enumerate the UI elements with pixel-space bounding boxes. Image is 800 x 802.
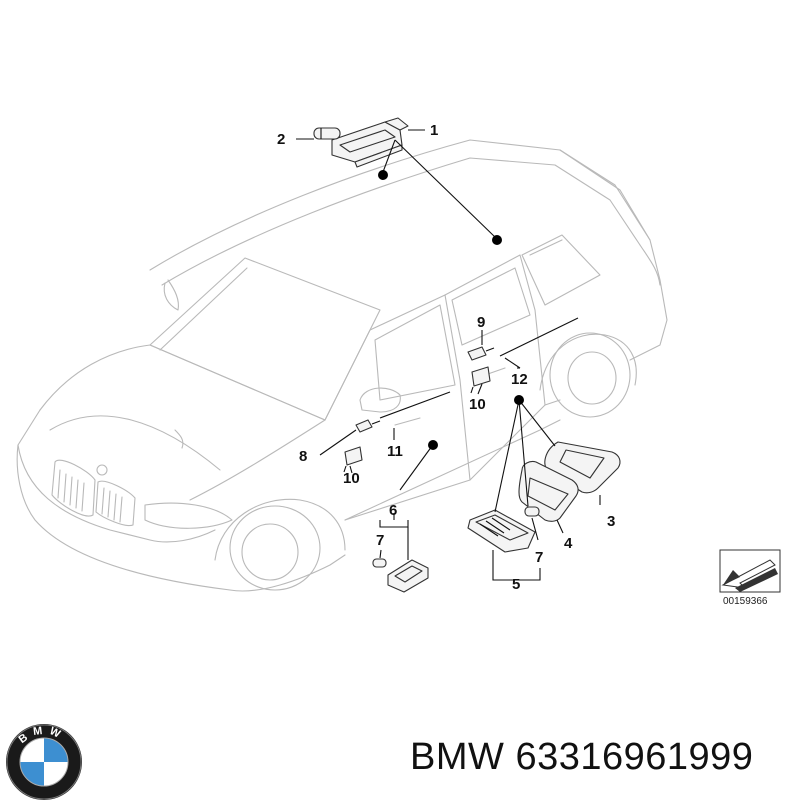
callout-2: 2 [277, 131, 285, 148]
part-plate-lamp [467, 509, 536, 553]
part-bulb-festoon [313, 127, 341, 140]
part-caption: BMW 63316961999 [410, 736, 753, 779]
orientation-box [719, 549, 781, 593]
callout-5: 5 [512, 576, 520, 593]
part-number: 63316961999 [515, 736, 754, 778]
callout-12: 12 [511, 371, 528, 388]
callout-4: 4 [564, 535, 573, 552]
part-connector-front [343, 446, 363, 473]
callout-10-front: 10 [343, 470, 360, 487]
leader-lines [296, 129, 601, 581]
bmw-logo: BMW [6, 724, 82, 800]
part-light-strip-rear [499, 317, 579, 357]
callout-7-footwell: 7 [376, 532, 384, 549]
part-connector-rear [470, 366, 491, 394]
part-door-lamp-front [355, 419, 381, 433]
callout-11: 11 [387, 443, 403, 460]
brand-name: BMW [410, 736, 505, 778]
car-outline [16, 139, 668, 592]
callout-9: 9 [477, 314, 485, 331]
callout-8: 8 [299, 448, 307, 465]
callout-labels: 1 2 3 4 5 6 7 7 8 9 10 10 11 12 [277, 122, 615, 593]
part-lens-frame [518, 460, 579, 522]
callout-1: 1 [430, 122, 438, 139]
part-bulb-plate [524, 506, 540, 517]
callout-10-rear: 10 [469, 396, 486, 413]
part-bulb-footwell [372, 558, 387, 568]
callout-3: 3 [607, 513, 615, 530]
part-roof-light [331, 117, 409, 168]
part-door-lamp-rear [467, 346, 495, 361]
callout-6: 6 [389, 502, 397, 519]
part-footwell-lamp [387, 559, 429, 593]
callout-7-plate: 7 [535, 549, 543, 566]
document-number: 00159366 [723, 596, 768, 607]
part-light-strip-front [379, 391, 451, 419]
